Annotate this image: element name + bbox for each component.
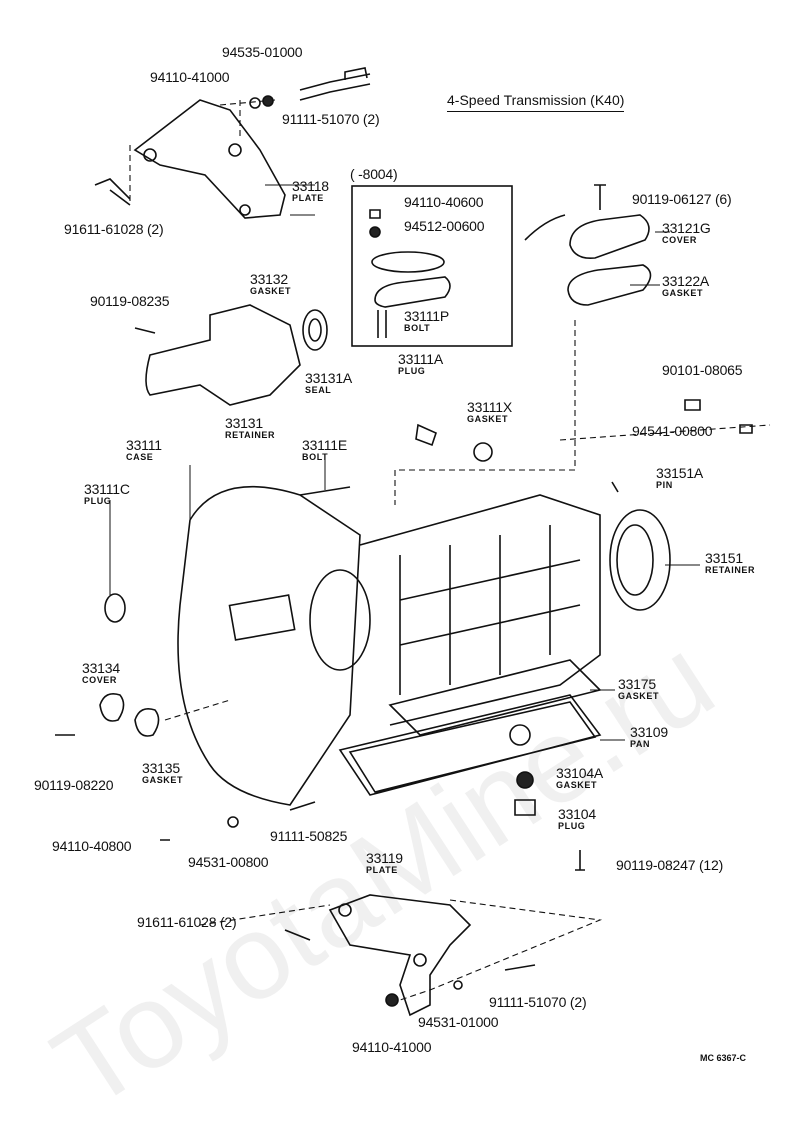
part-94110-40800[interactable]: 94110-40800 bbox=[52, 838, 132, 854]
part-90119-08247[interactable]: 90119-08247 (12) bbox=[616, 857, 724, 873]
part-91611-61028-bottom[interactable]: 91611-61028 (2) bbox=[137, 914, 237, 930]
part-94110-41000-top[interactable]: 94110-41000 bbox=[150, 69, 230, 85]
part-94531-01000[interactable]: 94531-01000 bbox=[418, 1014, 499, 1030]
part-94541-00800[interactable]: 94541-00800 bbox=[632, 423, 713, 439]
part-94110-40600[interactable]: 94110-40600 bbox=[404, 194, 484, 210]
retainer-33131 bbox=[145, 304, 301, 406]
cover-33121g bbox=[569, 214, 650, 260]
part-94110-41000-bottom[interactable]: 94110-41000 bbox=[352, 1039, 432, 1055]
revision-range: ( -8004) bbox=[350, 166, 398, 182]
revision-box bbox=[351, 185, 513, 347]
part-94531-00800[interactable]: 94531-00800 bbox=[188, 854, 269, 870]
part-94535-01000[interactable]: 94535-01000 bbox=[222, 44, 303, 60]
gasket-33122a bbox=[567, 264, 652, 306]
part-91111-51070-bottom[interactable]: 91111-51070 (2) bbox=[489, 994, 587, 1010]
part-94512-00600[interactable]: 94512-00600 bbox=[404, 218, 485, 234]
part-90119-08220[interactable]: 90119-08220 bbox=[34, 777, 114, 793]
part-90119-06127[interactable]: 90119-06127 (6) bbox=[632, 191, 732, 207]
drawing-code: MC 6367-C bbox=[700, 1053, 747, 1063]
gasket-33175 bbox=[388, 659, 602, 736]
pan-33109 bbox=[338, 694, 602, 796]
retainer-33151 bbox=[609, 509, 671, 611]
part-91111-51070-top[interactable]: 91111-51070 (2) bbox=[282, 111, 380, 127]
part-91111-50825[interactable]: 91111-50825 bbox=[270, 828, 348, 844]
diagram-title: 4-Speed Transmission (K40) bbox=[447, 92, 625, 112]
case-33111 bbox=[177, 485, 361, 806]
part-91611-61028-top[interactable]: 91611-61028 (2) bbox=[64, 221, 164, 237]
bolt-91611 bbox=[94, 178, 131, 206]
part-90119-08235[interactable]: 90119-08235 bbox=[90, 293, 170, 309]
part-90101-08065[interactable]: 90101-08065 bbox=[662, 362, 743, 378]
plate-33118 bbox=[133, 99, 286, 219]
